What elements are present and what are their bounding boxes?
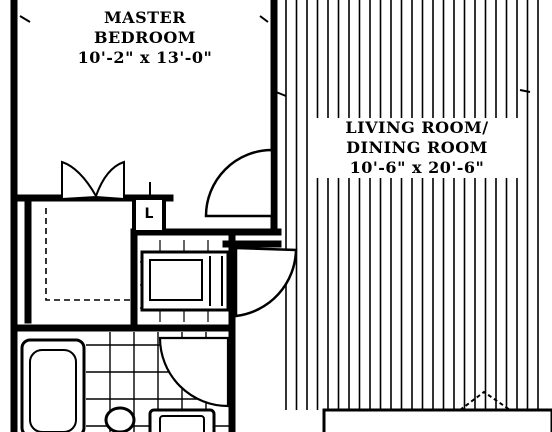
- living-room-size: 10'-6" x 20'-6": [312, 158, 522, 178]
- closet-shelf-line: [45, 208, 134, 301]
- linen-closet-tag: L: [144, 206, 154, 222]
- kitchen-appliance: [140, 250, 230, 312]
- bathroom-door: [158, 336, 230, 408]
- bathtub: [20, 338, 86, 432]
- bathroom-fixtures: [104, 406, 216, 432]
- wall-tick-marks: [19, 15, 531, 97]
- master-bedroom-label: MASTER BEDROOM 10'-2" x 13'-0": [40, 8, 250, 68]
- living-room-counter: [322, 390, 552, 432]
- living-room-name-line2: DINING ROOM: [312, 138, 522, 158]
- walls: [10, 0, 282, 432]
- living-room-floor-hatching: [285, 0, 539, 410]
- master-bedroom-size: 10'-2" x 13'-0": [77, 48, 213, 67]
- master-bedroom-name-line2: BEDROOM: [94, 28, 196, 47]
- entry-door: [234, 246, 298, 318]
- master-bedroom-name-line1: MASTER: [103, 8, 187, 27]
- closet-doors: [61, 160, 125, 198]
- bedroom-door: [204, 148, 274, 218]
- living-dining-room-label: LIVING ROOM/ DINING ROOM 10'-6" x 20'-6": [312, 118, 522, 178]
- living-room-name-line1: LIVING ROOM/: [312, 118, 522, 138]
